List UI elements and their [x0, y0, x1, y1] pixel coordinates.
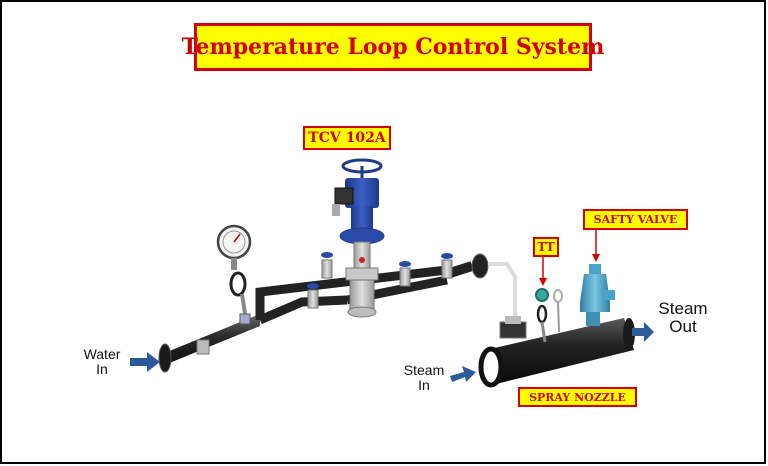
water-in-line-2: In: [96, 360, 108, 377]
spray-nozzle-body: [478, 316, 635, 388]
outlet-pipe: [445, 253, 517, 322]
bypass-valve-right: [399, 261, 411, 287]
bypass-valve-top: [321, 252, 333, 279]
steam-out-label: Steam Out: [638, 300, 728, 336]
tt-pointer-arrow: [539, 257, 547, 286]
temperature-transmitter: [535, 288, 563, 343]
water-in-arrow: [130, 352, 160, 372]
water-in-label: Water In: [72, 347, 132, 376]
safety-valve: [580, 264, 615, 326]
control-valve: [332, 158, 385, 318]
safety-valve-pointer-arrow: [592, 230, 600, 262]
steam-out-line-1: Steam: [658, 299, 708, 318]
steam-in-arrow: [450, 366, 476, 382]
isolation-valve-right: [441, 253, 453, 279]
tcv-tag: TCV 102A: [303, 126, 391, 150]
diagram-title: Temperature Loop Control System: [182, 23, 604, 71]
steam-out-arrow: [632, 322, 654, 342]
tt-tag: TT: [533, 237, 559, 257]
bypass-valve-left: [307, 283, 319, 309]
spray-nozzle-tag: SPRAY NOZZLE: [518, 387, 637, 407]
steam-in-line-1: Steam: [403, 362, 445, 378]
pressure-gauge: [216, 224, 252, 325]
steam-in-label: Steam In: [394, 363, 454, 392]
steam-out-line-2: Out: [669, 316, 697, 336]
safety-valve-tag: SAFTY VALVE: [583, 209, 688, 230]
steam-in-line-2: In: [418, 376, 430, 393]
water-inlet-pipe: [158, 314, 260, 373]
water-in-line-1: Water: [83, 346, 121, 362]
